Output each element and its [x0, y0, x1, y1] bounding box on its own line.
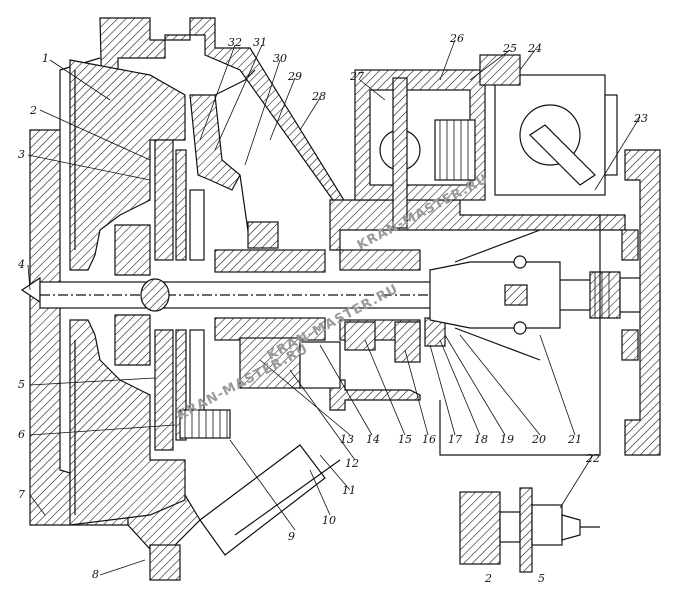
release-levers: [189, 69, 279, 249]
yoke-coupling: [429, 229, 561, 361]
callout-26: 26: [449, 32, 464, 45]
callout-22: 22: [585, 452, 600, 465]
callout-15: 15: [398, 433, 412, 446]
pressure-spring: [179, 409, 231, 439]
callout-29: 29: [287, 70, 302, 83]
callout-10: 10: [322, 514, 336, 527]
callout-31: 31: [253, 36, 267, 49]
inset-callout-2: 2: [484, 572, 492, 585]
callout-28: 28: [311, 90, 326, 103]
leader-lines: [27, 39, 641, 576]
callout-3: 3: [18, 148, 25, 161]
inset-callout-5: 5: [538, 572, 545, 585]
callout-14: 14: [366, 433, 380, 446]
callout-11: 11: [342, 484, 356, 497]
callout-6: 6: [18, 428, 25, 441]
callout-12: 12: [345, 457, 359, 470]
callout-21: 21: [567, 433, 582, 446]
callout-27: 27: [349, 70, 364, 83]
callout-13: 13: [340, 433, 354, 446]
input-shaft: [20, 276, 481, 312]
callout-19: 19: [500, 433, 514, 446]
callout-18: 18: [474, 433, 488, 446]
callout-25: 25: [502, 42, 517, 55]
callout-2: 2: [29, 104, 37, 117]
callout-8: 8: [92, 568, 99, 581]
callout-5: 5: [18, 378, 25, 391]
callout-7: 7: [18, 488, 25, 501]
drive-motor: [479, 54, 618, 196]
shaft-hub: [214, 249, 446, 389]
callout-4: 4: [17, 258, 25, 271]
callout-1: 1: [42, 52, 49, 65]
pto-gearbox: [354, 69, 486, 229]
callout-32: 32: [228, 36, 242, 49]
callout-16: 16: [422, 433, 436, 446]
release-cylinder: [149, 444, 341, 581]
flywheel: [69, 59, 186, 526]
callout-17: 17: [448, 433, 462, 446]
callout-20: 20: [531, 433, 546, 446]
callout-9: 9: [288, 530, 295, 543]
callout-24: 24: [527, 42, 542, 55]
clutch-disc-pack: [114, 139, 205, 451]
inset-detail: [459, 487, 600, 573]
callout-30: 30: [273, 52, 287, 65]
callout-labels: 1 2 3 4 5 6 7 8 9 10 11 12 13 14 15 16 1…: [17, 32, 648, 585]
callout-23: 23: [633, 112, 648, 125]
